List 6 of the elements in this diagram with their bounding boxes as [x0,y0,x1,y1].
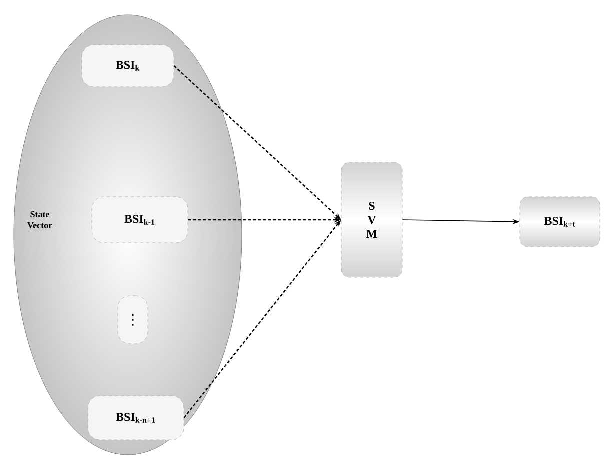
process-box: S V M [341,162,403,278]
state-box: BSI$_{k}$ [82,44,174,88]
ellipsis-box: ⋮ [118,296,148,344]
process-box: BSI$_{k+t}$ [520,196,600,248]
state-box: BSI$_{k-n+1}$ [88,396,184,440]
state-box: BSI$_{k-1}$ [92,196,188,244]
